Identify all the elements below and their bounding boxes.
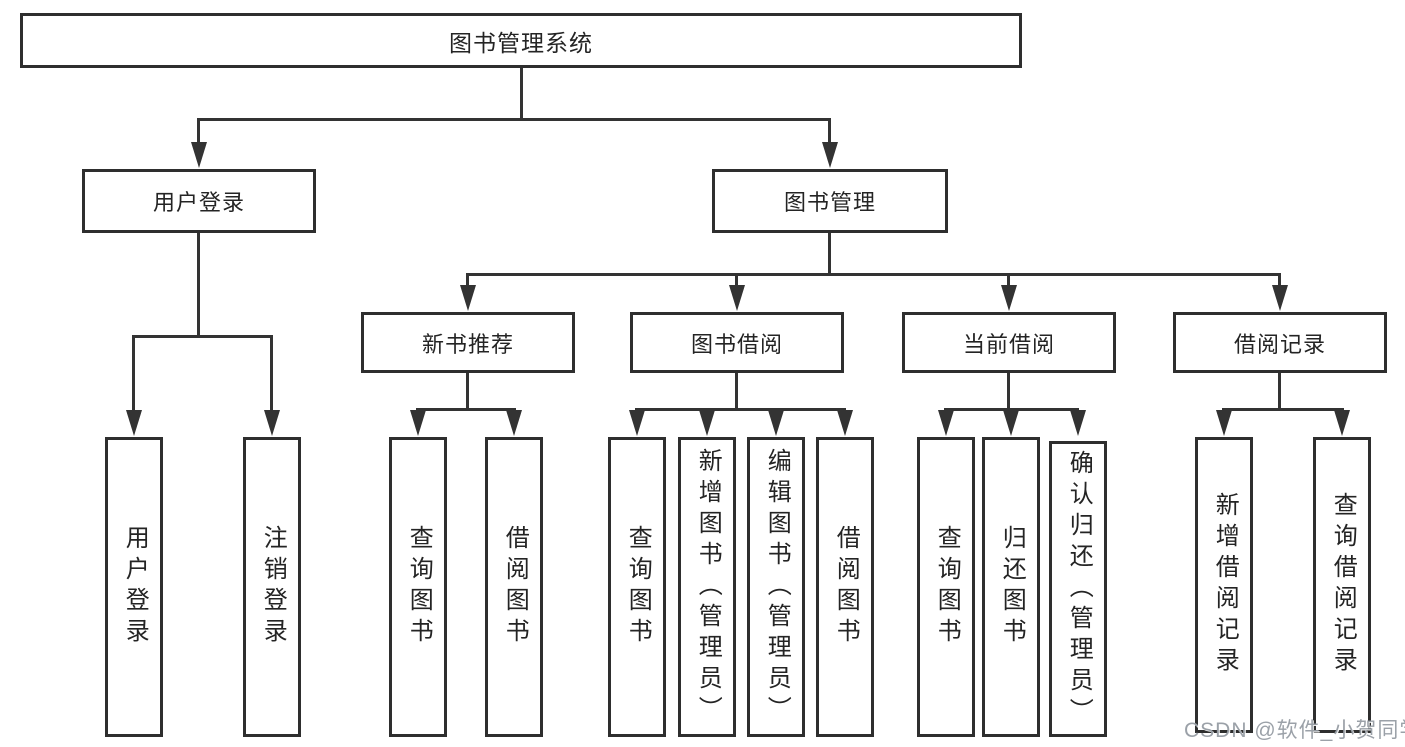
leaf-query-borrow-record: 查询借阅记录 <box>1313 437 1371 733</box>
connector-line <box>132 335 273 338</box>
leaf-user-login-label: 用户登录 <box>121 525 149 649</box>
arrowhead-down <box>1216 410 1232 436</box>
arrowhead-down <box>1001 285 1017 311</box>
node-current-borrowing-label: 当前借阅 <box>962 331 1055 357</box>
connector-line <box>635 408 846 411</box>
leaf-add-book-admin-label: 新增图书（管理员） <box>694 447 722 727</box>
leaf-borrow-books-2-label: 借阅图书 <box>832 525 860 649</box>
leaf-query-books-1: 查询图书 <box>389 437 447 737</box>
leaf-query-books-3: 查询图书 <box>917 437 975 737</box>
arrowhead-down <box>837 410 853 436</box>
connector-line <box>197 233 200 338</box>
leaf-add-book-admin: 新增图书（管理员） <box>678 437 736 737</box>
connector-line <box>735 373 738 411</box>
leaf-logout-login-label: 注销登录 <box>259 525 287 649</box>
leaf-add-borrow-record-label: 新增借阅记录 <box>1211 492 1239 678</box>
arrowhead-down <box>729 285 745 311</box>
connector-line <box>197 118 200 146</box>
leaf-query-books-2: 查询图书 <box>608 437 666 737</box>
connector-line <box>466 273 1281 276</box>
leaf-query-books-1-label: 查询图书 <box>405 525 433 649</box>
node-borrowing-records-label: 借阅记录 <box>1233 331 1326 357</box>
connector-line <box>416 408 516 411</box>
node-new-book-recommend-label: 新书推荐 <box>421 331 514 357</box>
arrowhead-down <box>506 410 522 436</box>
arrowhead-down <box>938 410 954 436</box>
leaf-return-books-label: 归还图书 <box>998 525 1026 649</box>
arrowhead-down <box>264 410 280 436</box>
leaf-confirm-return-admin: 确认归还（管理员） <box>1049 441 1107 737</box>
leaf-borrow-books-1: 借阅图书 <box>485 437 543 737</box>
connector-line <box>735 273 738 291</box>
arrowhead-down <box>1003 410 1019 436</box>
arrowhead-down <box>822 142 838 168</box>
leaf-borrow-books-1-label: 借阅图书 <box>501 525 529 649</box>
arrowhead-down <box>460 285 476 311</box>
node-book-management-label: 图书管理 <box>783 190 876 215</box>
leaf-borrow-books-2: 借阅图书 <box>816 437 874 737</box>
node-root-label: 图书管理系统 <box>449 29 593 56</box>
arrowhead-down <box>1272 285 1288 311</box>
watermark: CSDN @软件_小贺同学 <box>1184 719 1405 742</box>
leaf-confirm-return-admin-label: 确认归还（管理员） <box>1065 449 1093 729</box>
leaf-logout-login: 注销登录 <box>243 437 301 737</box>
node-borrowing-records: 借阅记录 <box>1173 312 1387 373</box>
arrowhead-down <box>629 410 645 436</box>
leaf-edit-book-admin: 编辑图书（管理员） <box>747 437 805 737</box>
node-new-book-recommend: 新书推荐 <box>361 312 575 373</box>
connector-line <box>1222 408 1344 411</box>
leaf-edit-book-admin-label: 编辑图书（管理员） <box>763 447 791 727</box>
node-user-login: 用户登录 <box>82 169 316 233</box>
connector-line <box>466 273 469 291</box>
leaf-add-borrow-record: 新增借阅记录 <box>1195 437 1253 733</box>
node-user-login-label: 用户登录 <box>152 190 245 215</box>
connector-line <box>828 118 831 146</box>
leaf-query-books-2-label: 查询图书 <box>624 525 652 649</box>
arrowhead-down <box>126 410 142 436</box>
node-book-management: 图书管理 <box>712 169 948 233</box>
arrowhead-down <box>410 410 426 436</box>
connector-line <box>466 373 469 411</box>
leaf-return-books: 归还图书 <box>982 437 1040 737</box>
arrowhead-down <box>768 410 784 436</box>
arrowhead-down <box>1070 410 1086 436</box>
leaf-query-books-3-label: 查询图书 <box>933 525 961 649</box>
node-root: 图书管理系统 <box>20 13 1022 68</box>
leaf-user-login: 用户登录 <box>105 437 163 737</box>
connector-line <box>1278 273 1281 291</box>
connector-line <box>828 233 831 276</box>
connector-line <box>1007 273 1010 291</box>
arrowhead-down <box>699 410 715 436</box>
node-book-borrowing-label: 图书借阅 <box>690 331 783 357</box>
node-book-borrowing: 图书借阅 <box>630 312 844 373</box>
connector-line <box>198 118 831 121</box>
connector-line <box>1007 373 1010 411</box>
arrowhead-down <box>1334 410 1350 436</box>
connector-line <box>944 408 1079 411</box>
arrowhead-down <box>191 142 207 168</box>
node-current-borrowing: 当前借阅 <box>902 312 1116 373</box>
leaf-query-borrow-record-label: 查询借阅记录 <box>1329 492 1357 678</box>
connector-line <box>1278 373 1281 411</box>
connector-line <box>132 335 135 413</box>
connector-line <box>270 335 273 413</box>
connector-line <box>520 68 523 120</box>
